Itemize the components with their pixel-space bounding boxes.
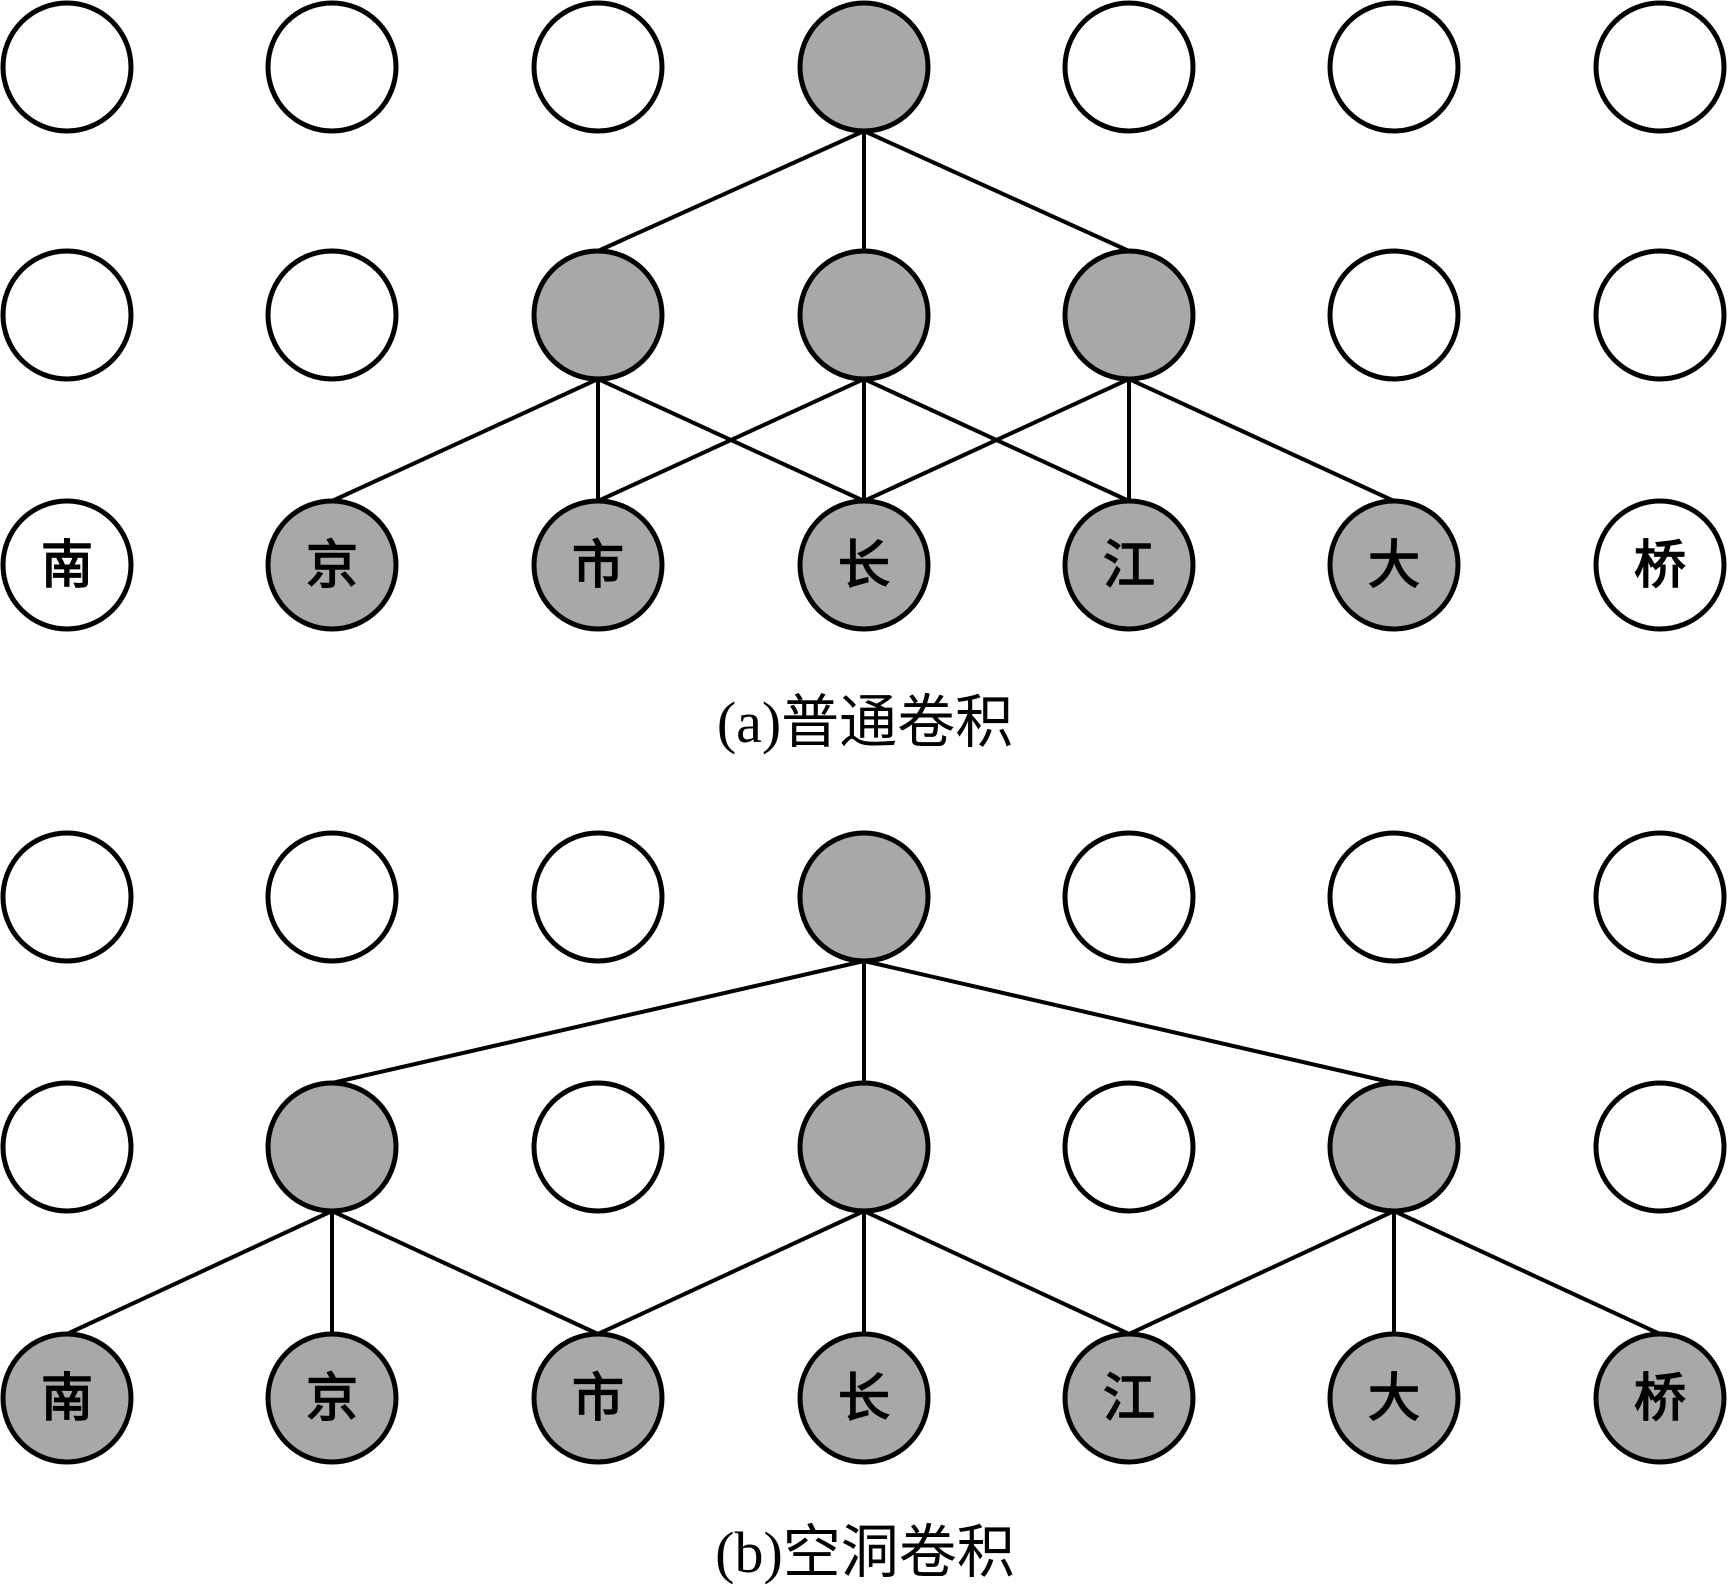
panel-a: 南 京 市 长 江 大 桥 (a)普通卷积: [0, 0, 1727, 755]
panel-b-token-label-3: 长: [838, 1368, 890, 1429]
panel-b-middle-node-2: [531, 1080, 665, 1214]
panel-a-top-node-1: [265, 0, 399, 134]
panel-b-token-label-0: 南: [41, 1368, 93, 1429]
panel-a-input-node-0: [0, 498, 134, 632]
panel-b-edge-0: [331, 959, 865, 1085]
panel-a-edges: [331, 129, 1395, 503]
panel-a-edge-3: [331, 377, 599, 503]
panel-b-token-label-4: 江: [1103, 1368, 1155, 1429]
panel-a-edge-6: [597, 377, 865, 503]
panel-b-edge-5: [331, 1209, 599, 1336]
panel-a-middle-node-6: [1593, 248, 1727, 382]
panel-a-caption: (a)普通卷积: [717, 690, 1013, 755]
panel-b-middle-node-6: [1593, 1080, 1727, 1214]
panel-a-token-label-3: 长: [838, 535, 890, 596]
panel-b-token-label-2: 市: [572, 1368, 624, 1429]
panel-b-top-node-0: [0, 830, 134, 964]
panel-a-middle-node-3: [797, 248, 931, 382]
panel-a-top-node-4: [1062, 0, 1196, 134]
panel-a-middle-node-4: [1062, 248, 1196, 382]
panel-b-token-label-1: 京: [306, 1368, 358, 1429]
panel-b-edge-3: [66, 1209, 333, 1336]
panel-a-edge-2: [863, 129, 1130, 253]
panel-a-edge-11: [1128, 377, 1395, 503]
panel-b-input-node-0: [0, 1331, 134, 1465]
panel-b-middle-node-5: [1327, 1080, 1461, 1214]
panel-a-input-node-1: [265, 498, 399, 632]
panel-a-input-node-2: [531, 498, 665, 632]
panel-b-top-node-2: [531, 830, 665, 964]
panel-a-middle-node-0: [0, 248, 134, 382]
panel-b-input-node-3: [797, 1331, 931, 1465]
panel-a-token-label-5: 大: [1368, 535, 1420, 596]
panel-a-input-node-4: [1062, 498, 1196, 632]
panel-a-top-node-6: [1593, 0, 1727, 134]
panel-b-nodes: 南京市长江大桥: [0, 830, 1727, 1465]
panel-a-edge-0: [597, 129, 865, 253]
panel-a-token-label-1: 京: [306, 535, 358, 596]
panel-b-input-node-1: [265, 1331, 399, 1465]
panel-b-caption: (b)空洞卷积: [715, 1520, 1015, 1585]
panel-b-input-node-5: [1327, 1331, 1461, 1465]
panel-b-edges: [66, 959, 1661, 1336]
panel-a-middle-node-5: [1327, 248, 1461, 382]
panel-b-edge-6: [597, 1209, 865, 1336]
panel-b-top-node-6: [1593, 830, 1727, 964]
panel-a-nodes: 南京市长江大桥: [0, 0, 1727, 632]
panel-a-input-node-5: [1327, 498, 1461, 632]
panel-b-edge-11: [1393, 1209, 1661, 1336]
panel-a-middle-node-2: [531, 248, 665, 382]
panel-a-top-node-5: [1327, 0, 1461, 134]
panel-a-top-node-3: [797, 0, 931, 134]
panel-b-top-node-5: [1327, 830, 1461, 964]
panel-a-token-label-0: 南: [41, 535, 93, 596]
panel-a-input-node-6: [1593, 498, 1727, 632]
panel-a-token-label-2: 市: [572, 535, 624, 596]
panel-a-edge-9: [863, 377, 1130, 503]
panel-a-middle-node-1: [265, 248, 399, 382]
panel-b-top-node-3: [797, 830, 931, 964]
panel-b-middle-node-4: [1062, 1080, 1196, 1214]
panel-b-edge-2: [863, 959, 1395, 1085]
panel-a-token-label-6: 桥: [1634, 535, 1686, 596]
panel-b-token-label-5: 大: [1368, 1368, 1420, 1429]
panel-b-top-node-4: [1062, 830, 1196, 964]
panel-b-token-label-6: 桥: [1634, 1368, 1686, 1429]
panel-b-input-node-4: [1062, 1331, 1196, 1465]
panel-b-middle-node-1: [265, 1080, 399, 1214]
panel-a-input-node-3: [797, 498, 931, 632]
panel-b-edge-9: [1128, 1209, 1395, 1336]
panel-b-input-node-6: [1593, 1331, 1727, 1465]
panel-b: 南 京 市 长 江 大 桥 (b)空洞卷积: [0, 830, 1727, 1585]
panel-b-edge-8: [863, 1209, 1130, 1336]
panel-a-top-node-2: [531, 0, 665, 134]
panel-b-input-node-2: [531, 1331, 665, 1465]
panel-b-middle-node-3: [797, 1080, 931, 1214]
panel-a-token-label-4: 江: [1103, 535, 1155, 596]
panel-b-top-node-1: [265, 830, 399, 964]
panel-a-top-node-0: [0, 0, 134, 134]
panel-b-middle-node-0: [0, 1080, 134, 1214]
